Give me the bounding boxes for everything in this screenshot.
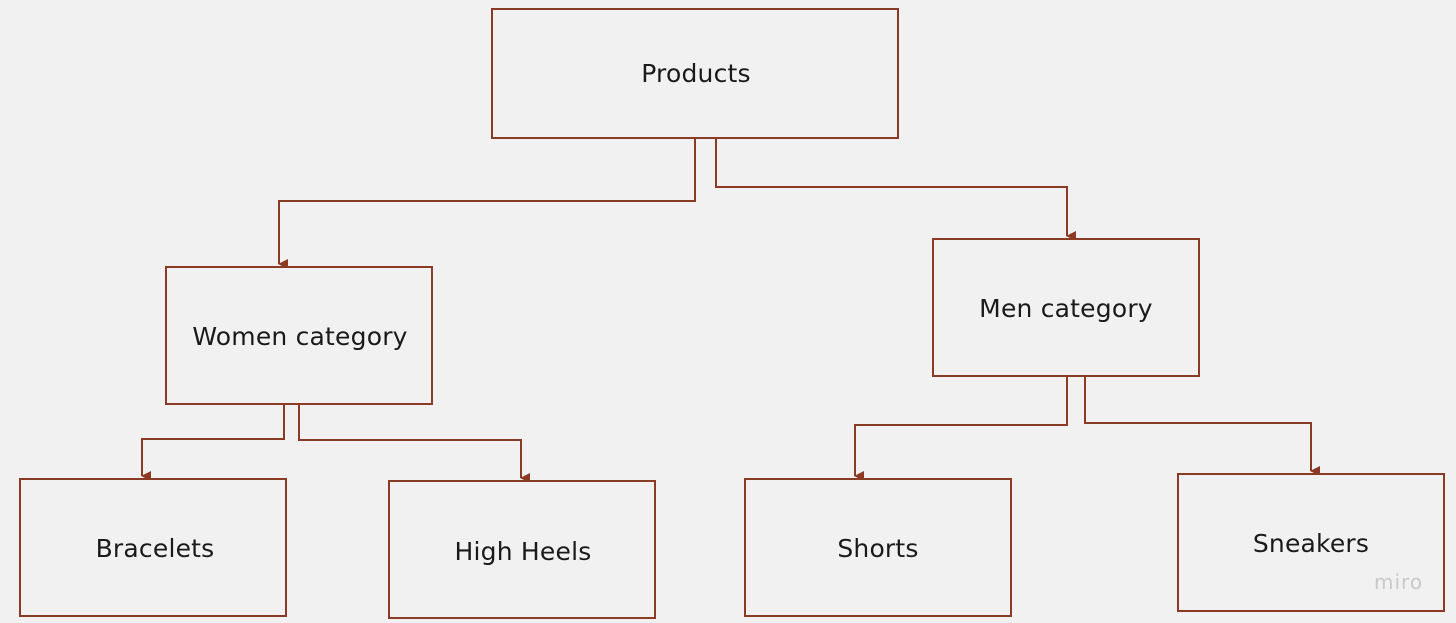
miro-watermark: miro [1374,570,1424,594]
node-high-heels[interactable]: High Heels [388,480,656,619]
node-products-label: Products [641,59,751,88]
connector-women-to-bracelets [141,405,285,481]
node-shorts[interactable]: Shorts [744,478,1012,617]
node-products[interactable]: Products [491,8,899,139]
connector-women-to-high-heels [298,405,530,483]
connector-products-to-men [715,139,1076,241]
connector-men-to-shorts [854,377,1068,481]
connector-men-to-sneakers [1084,377,1320,476]
connector-products-to-women [278,139,696,269]
node-men-category-label: Men category [979,294,1153,323]
node-bracelets-label: Bracelets [95,534,215,563]
node-women-category[interactable]: Women category [165,266,433,405]
node-shorts-label: Shorts [837,534,919,563]
node-high-heels-label: High Heels [454,537,592,566]
node-women-category-label: Women category [192,322,408,351]
node-sneakers[interactable]: Sneakers [1177,473,1445,612]
node-men-category[interactable]: Men category [932,238,1200,377]
node-sneakers-label: Sneakers [1252,529,1370,558]
node-bracelets[interactable]: Bracelets [19,478,287,617]
